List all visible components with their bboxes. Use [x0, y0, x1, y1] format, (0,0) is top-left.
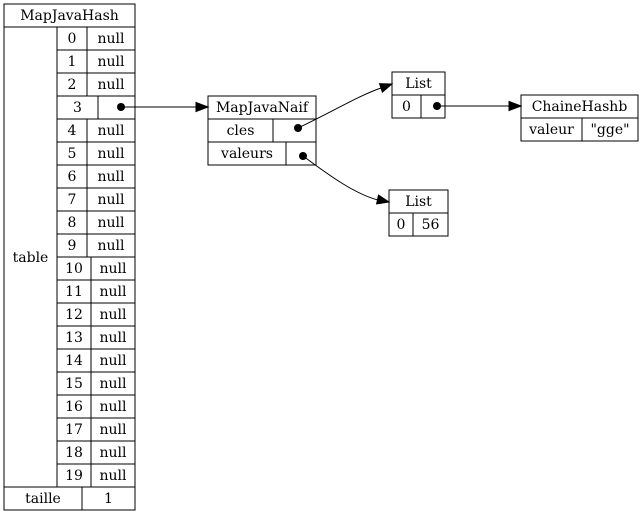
list-valeurs-value-cell: [412, 212, 449, 237]
table-row-index: 13: [65, 330, 83, 346]
table-row-index: 6: [68, 169, 77, 185]
table-row-index: 2: [68, 77, 77, 93]
table-row-index: 10: [65, 261, 83, 277]
arrowhead: [375, 194, 391, 205]
table-row-index: 17: [65, 422, 83, 438]
edge-line: [302, 155, 379, 201]
table-row-value: null: [98, 192, 126, 208]
taille-value-cell: [81, 486, 136, 511]
table-row-value: null: [100, 284, 128, 300]
arrowhead: [508, 100, 523, 112]
table-rows: 0 null 1 null 2 null 3 4 null 5 null 6 null 7 null 8 nul…: [56, 26, 136, 488]
table-row-index: 8: [68, 215, 77, 231]
chaine-hashb-title: ChaineHashb: [532, 99, 628, 115]
list-valeurs-index: 0: [397, 217, 406, 233]
table-label: table: [13, 250, 49, 266]
table-row-index: 3: [73, 100, 82, 116]
list-cles-title: List: [405, 76, 432, 92]
table-row-index: 7: [68, 192, 77, 208]
table-row-index: 5: [68, 146, 77, 162]
table-row-value: null: [98, 215, 126, 231]
table-row-value: null: [100, 399, 128, 415]
table-row-value: null: [100, 261, 128, 277]
table-row-value: null: [98, 169, 126, 185]
table-row-value: null: [98, 123, 126, 139]
table-row-index: 12: [65, 307, 83, 323]
list-valeurs-value: 56: [422, 217, 440, 233]
edge-cles-to-list: [297, 83, 394, 129]
taille-value: 1: [104, 491, 113, 507]
map-java-naif-node: MapJavaNaif cles valeurs: [207, 95, 317, 166]
edge-table-3-to-map-java-naif: [117, 101, 210, 113]
table-row-index: 1: [68, 54, 77, 70]
edge-line: [297, 87, 382, 129]
table-row-value: null: [100, 307, 128, 323]
table-row-index: 19: [65, 468, 83, 484]
table-row-value: null: [100, 445, 128, 461]
map-java-hash-node: MapJavaHash table 0 null 1 null 2 null 3 4 null 5…: [3, 3, 136, 511]
table-row-index: 9: [68, 238, 77, 254]
cles-label: cles: [227, 123, 255, 139]
table-row-value: null: [100, 330, 128, 346]
chaine-hashb-field: valeur: [528, 122, 574, 138]
table-row-index: 16: [65, 399, 83, 415]
table-row-value: null: [98, 31, 126, 47]
table-row-value: null: [98, 77, 126, 93]
table-row-index: 14: [65, 353, 83, 369]
list-valeurs-node: List 0 56: [388, 189, 449, 237]
edge-valeurs-to-list: [302, 155, 391, 205]
list-valeurs-title: List: [405, 194, 432, 210]
table-row-index: 11: [65, 284, 83, 300]
table-row-value: null: [98, 54, 126, 70]
table-row-value: null: [98, 238, 126, 254]
chaine-hashb-value: "gge": [590, 122, 629, 138]
arrowhead: [378, 83, 394, 94]
map-java-naif-title: MapJavaNaif: [216, 100, 310, 116]
table-row-value: null: [100, 353, 128, 369]
table-row-index: 4: [68, 123, 77, 139]
valeurs-label: valeurs: [220, 146, 273, 162]
table-row-value: null: [98, 146, 126, 162]
table-row-index: 15: [65, 376, 83, 392]
table-row-value: null: [100, 422, 128, 438]
list-cles-index: 0: [402, 99, 411, 115]
table-row-value: null: [100, 376, 128, 392]
map-java-hash-title: MapJavaHash: [20, 8, 119, 24]
arrowhead: [195, 101, 210, 113]
edge-list-to-chaine-hashb: [437, 100, 523, 112]
chaine-hashb-value-cell: [581, 117, 639, 142]
table-row-index: 18: [65, 445, 83, 461]
table-row-value: null: [100, 468, 128, 484]
list-cles-node: List 0: [391, 71, 446, 119]
chaine-hashb-node: ChaineHashb valeur "gge": [520, 94, 639, 142]
taille-label: taille: [25, 491, 61, 507]
table-row-index: 0: [68, 31, 77, 47]
table-label-cell: [3, 26, 58, 488]
